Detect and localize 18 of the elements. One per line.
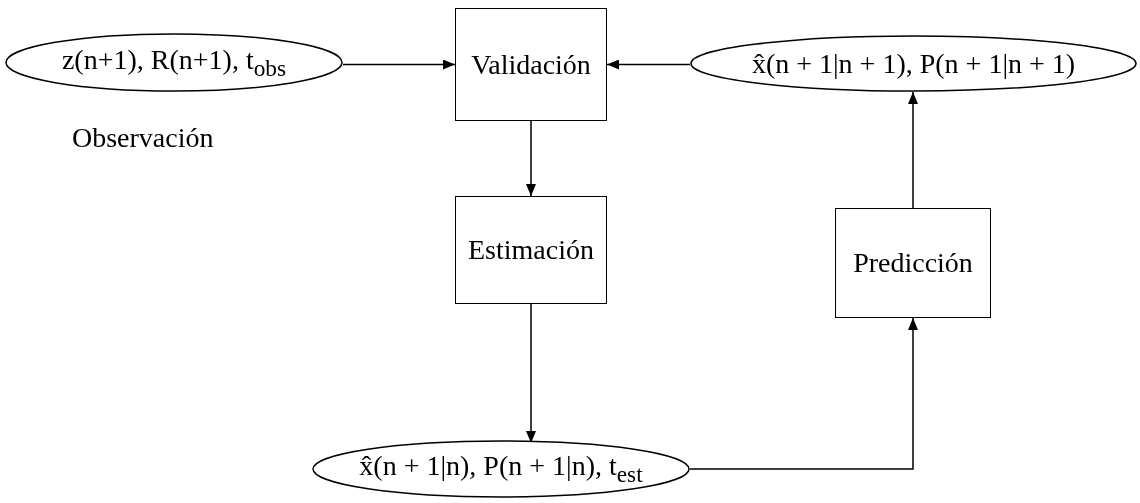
formula-text: z(n+1), R(n+1), t$_{obs}$ xyxy=(61,43,287,82)
caption-text: Observación xyxy=(72,122,214,154)
arrow xyxy=(526,120,536,197)
process-box xyxy=(455,8,607,121)
process-label: Estimación xyxy=(468,234,594,266)
formula-text: x̂(n + 1|n), P(n + 1|n), t$_{est}$ xyxy=(359,450,643,488)
arrow xyxy=(689,317,918,470)
arrow xyxy=(606,59,691,70)
formula-text: x̂(n + 1|n + 1), P(n + 1|n + 1) xyxy=(751,47,1076,80)
data-ellipse xyxy=(312,440,690,498)
data-ellipse xyxy=(690,35,1137,92)
process-label: Predicción xyxy=(853,247,973,279)
data-ellipse xyxy=(5,33,343,92)
arrow xyxy=(342,59,456,70)
arrow xyxy=(908,91,918,209)
process-box xyxy=(455,196,607,304)
process-box xyxy=(835,208,991,318)
process-label: Validación xyxy=(471,48,591,81)
